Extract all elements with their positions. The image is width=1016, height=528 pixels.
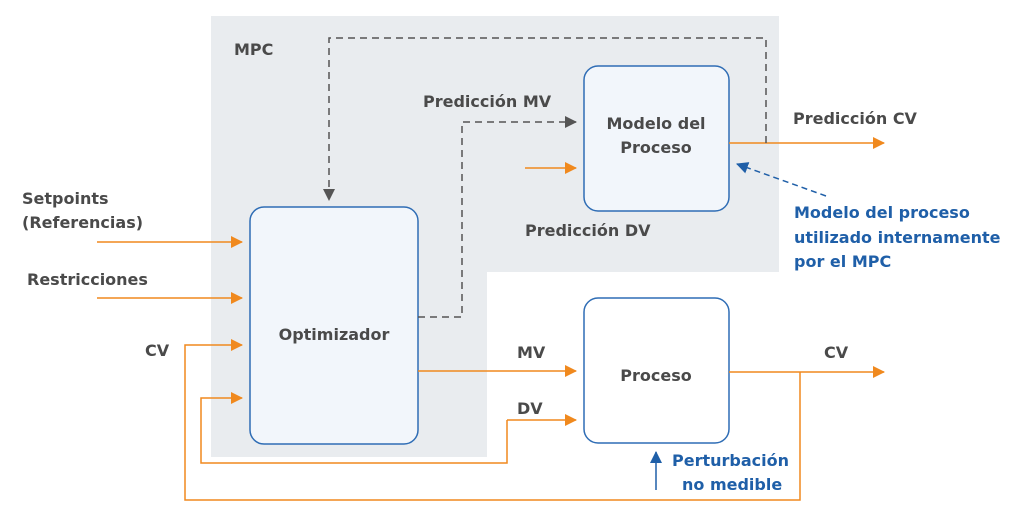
model-note-line1: Modelo del proceso [794, 203, 970, 222]
restrictions-label: Restricciones [27, 270, 148, 289]
process-model-label-line1: Modelo del [606, 114, 705, 133]
optimizer-box [249, 206, 419, 445]
cv-feedback-arrow [184, 339, 801, 501]
dv-label: DV [517, 399, 543, 418]
mv-label: MV [517, 343, 546, 362]
process-model-label-line2: Proceso [620, 138, 691, 157]
setpoints-label-line2: (Referencias) [22, 213, 143, 232]
process-box [583, 297, 730, 444]
mpc-region-label: MPC [234, 40, 273, 59]
cv-input-label: CV [145, 341, 170, 360]
disturbance-label-line2: no medible [682, 475, 782, 494]
prediction-mv-label: Predicción MV [423, 92, 552, 111]
process-model-box [583, 65, 730, 212]
disturbance-label-line1: Perturbación [672, 451, 789, 470]
model-note-line3: por el MPC [794, 252, 891, 271]
model-feedback-dashed-arrow [323, 37, 767, 201]
dv-feedback-arrow [200, 392, 508, 464]
process-label: Proceso [620, 366, 691, 385]
model-note-arrow [736, 162, 827, 197]
setpoints-label-line1: Setpoints [22, 189, 109, 208]
optimizer-label: Optimizador [279, 325, 390, 344]
prediction-dv-label: Predicción DV [525, 221, 651, 240]
cv-output-label: CV [824, 343, 849, 362]
model-note-line2: utilizado internamente [794, 228, 1001, 247]
prediction-cv-label: Predicción CV [793, 109, 918, 128]
